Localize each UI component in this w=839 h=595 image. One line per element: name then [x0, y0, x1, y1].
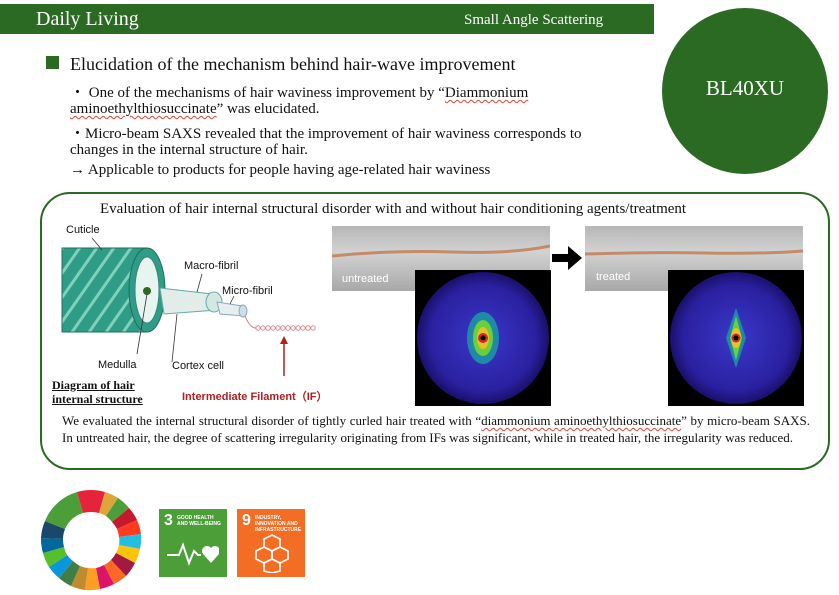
body-line-3: ・Micro-beam SAXS revealed that the impro… — [70, 126, 582, 142]
label-medulla: Medulla — [98, 359, 137, 371]
body-line-5: → Applicable to products for people havi… — [70, 162, 491, 178]
sdg-goal-3-number: 3 — [164, 512, 173, 529]
sdg-goal-9-text: INDUSTRY, INNOVATION AND INFRASTRUCTURE — [255, 515, 302, 533]
beamline-badge — [662, 8, 828, 174]
diagram-caption: Diagram of hair internal structure — [52, 378, 143, 406]
hair-strand-graphic — [585, 249, 803, 256]
heartbeat-icon — [167, 542, 219, 566]
body-text: ・ One of the mechanisms of hair waviness… — [70, 85, 445, 101]
body-text: ” was elucidated. — [216, 101, 320, 117]
label-macro-fibril: Macro-fibril — [184, 260, 239, 272]
label-cortex-cell: Cortex cell — [172, 360, 224, 372]
header-title: Daily Living — [36, 8, 139, 30]
body-text-term: Diammonium — [444, 85, 529, 101]
body-text-term: aminoethylthiosuccinate — [70, 101, 217, 117]
saxs-pattern-graphic — [670, 272, 802, 404]
untreated-label: untreated — [342, 273, 389, 285]
evaluation-panel — [40, 192, 830, 470]
cubes-icon — [255, 534, 289, 573]
body-line-1: ・ One of the mechanisms of hair waviness… — [70, 81, 528, 102]
section-bullet-icon — [46, 56, 59, 69]
sdg-goal-3-tile: 3 GOOD HEALTH AND WELL-BEING — [159, 509, 227, 577]
hair-structure-diagram — [61, 237, 316, 376]
body-line-2: aminoethylthiosuccinate” was elucidated. — [70, 101, 320, 118]
hair-strand-graphic — [332, 244, 550, 258]
diagram-caption-line: Diagram of hair — [52, 378, 135, 392]
saxs-pattern-graphic — [417, 272, 549, 404]
diagram-caption-line: internal structure — [52, 392, 143, 406]
label-cuticle: Cuticle — [66, 224, 100, 236]
description-text: ” by micro-beam SAXS. In untreated hair,… — [62, 413, 811, 445]
header-bar — [0, 4, 654, 34]
evaluation-title: Evaluation of hair internal structural d… — [100, 201, 687, 217]
evaluation-description: We evaluated the internal structural dis… — [62, 412, 810, 446]
beamline-label: BL40XU — [705, 76, 785, 100]
description-term: diammonium aminoethylthiosuccinate — [481, 413, 682, 428]
treated-saxs-pattern — [668, 270, 804, 406]
body-line-4: changes in the internal structure of hai… — [70, 142, 308, 158]
sdg-goal-3-text: GOOD HEALTH AND WELL-BEING — [177, 515, 221, 527]
description-text: We evaluated the internal structural dis… — [62, 413, 482, 428]
label-intermediate-filament: Intermediate Filament（IF） — [182, 391, 328, 403]
section-heading: Elucidation of the mechanism behind hair… — [70, 54, 516, 74]
treated-label: treated — [596, 271, 631, 283]
untreated-saxs-pattern — [415, 270, 551, 406]
sdg-wheel-icon — [40, 490, 142, 591]
sdg-goal-9-number: 9 — [242, 512, 251, 529]
arrow-right-icon — [552, 246, 582, 270]
sdg-goal-9-tile: 9 INDUSTRY, INNOVATION AND INFRASTRUCTUR… — [237, 509, 305, 577]
header-category: Small Angle Scattering — [464, 12, 604, 28]
label-micro-fibril: Micro-fibril — [222, 285, 273, 297]
